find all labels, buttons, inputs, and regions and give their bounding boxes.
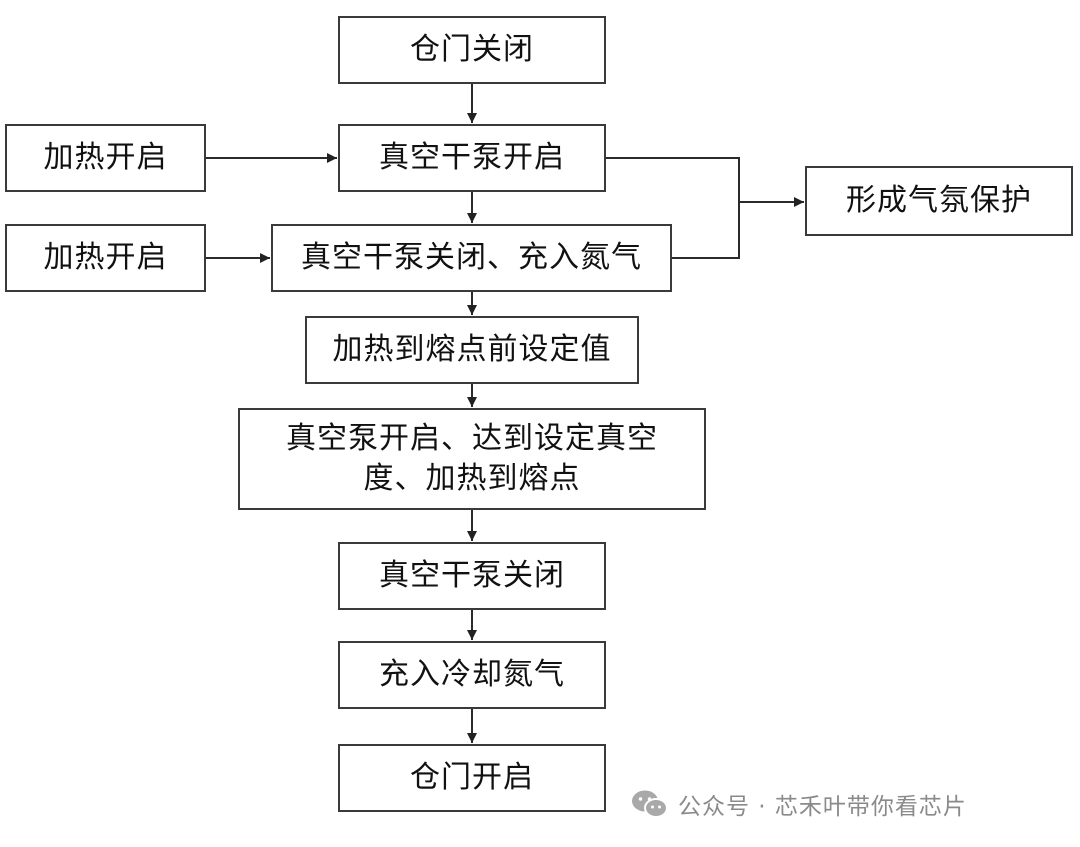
flow-step-label: 充入冷却氮气 <box>379 657 565 692</box>
flow-step-label: 真空干泵开启 <box>379 140 565 175</box>
flow-step-label-line1: 真空泵开启、达到设定真空 <box>286 421 658 456</box>
side-input-heating-on-2: 加热开启 <box>5 224 206 292</box>
watermark-text: 公众号 · 芯禾叶带你看芯片 <box>678 794 967 820</box>
flow-step-dry-pump-off-nitrogen: 真空干泵关闭、充入氮气 <box>271 224 672 292</box>
flow-step-dry-pump-off: 真空干泵关闭 <box>338 542 606 610</box>
flow-step-label: 真空干泵关闭、充入氮气 <box>301 240 642 275</box>
flow-step-door-open: 仓门开启 <box>338 744 606 812</box>
flow-step-cooling-nitrogen: 充入冷却氮气 <box>338 641 606 709</box>
flow-step-label: 仓门关闭 <box>410 32 534 67</box>
flow-step-label: 加热到熔点前设定值 <box>332 332 612 367</box>
flow-step-label: 仓门开启 <box>410 760 534 795</box>
flow-step-label: 真空干泵关闭 <box>379 558 565 593</box>
watermark: 公众号 · 芯禾叶带你看芯片 <box>630 786 967 822</box>
flow-step-vacuum-and-melt: 真空泵开启、达到设定真空 度、加热到熔点 <box>238 408 706 510</box>
edge-b2-merge <box>606 157 740 259</box>
result-atmosphere-protection: 形成气氛保护 <box>805 166 1073 236</box>
side-input-label: 加热开启 <box>43 240 168 275</box>
flow-step-dry-pump-on: 真空干泵开启 <box>338 124 606 192</box>
side-input-label: 加热开启 <box>43 140 168 175</box>
flow-step-door-close: 仓门关闭 <box>338 16 606 84</box>
side-input-heating-on-1: 加热开启 <box>5 124 206 192</box>
flow-step-heat-to-setpoint: 加热到熔点前设定值 <box>305 316 639 384</box>
flow-step-label-line2: 度、加热到熔点 <box>363 461 581 496</box>
wechat-icon <box>632 790 668 818</box>
result-label: 形成气氛保护 <box>846 183 1032 218</box>
